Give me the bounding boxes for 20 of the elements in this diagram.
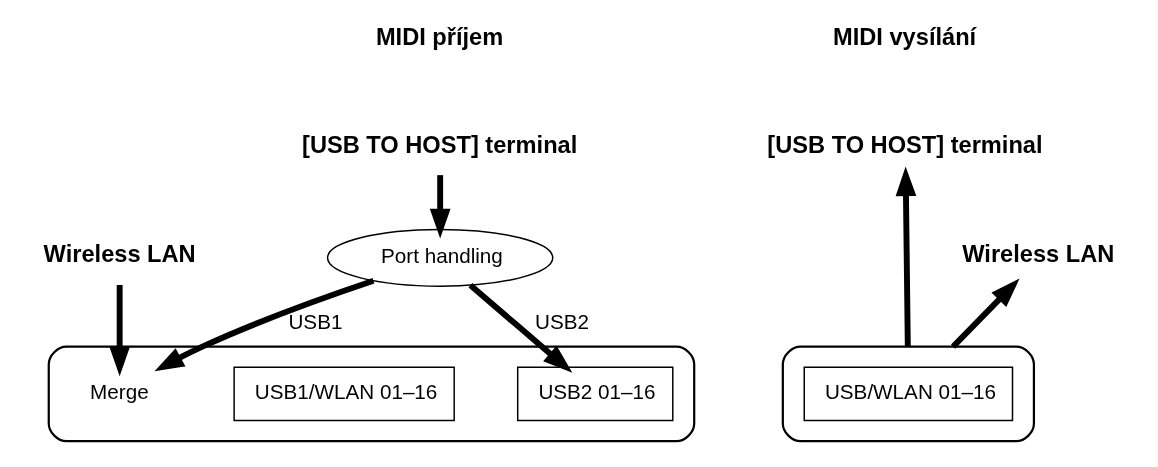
arrow (468, 283, 573, 373)
node-ellipse: Port handling (326, 228, 554, 287)
node-box: USB/WLAN 01–16 (803, 366, 1014, 422)
node-box: USB2 01–16 (516, 366, 674, 422)
cluster (781, 345, 1036, 443)
node-text: Wireless LAN (962, 241, 1115, 268)
arrow (951, 278, 1020, 349)
label: MIDI vysílání (833, 23, 977, 50)
label: MIDI příjem (375, 23, 504, 50)
edge-label: USB1 (288, 310, 343, 334)
node-box: USB1/WLAN 01–16 (233, 366, 455, 422)
node-text: [USB TO HOST] terminal (767, 131, 1043, 158)
arrow (109, 285, 131, 377)
arrow (895, 166, 917, 347)
node-text: [USB TO HOST] terminal (302, 131, 578, 158)
edge-label: USB2 (535, 310, 590, 334)
node-text: Wireless LAN (43, 241, 196, 268)
node-text: Merge (90, 380, 149, 404)
arrow (154, 277, 375, 372)
arrow (429, 175, 451, 239)
